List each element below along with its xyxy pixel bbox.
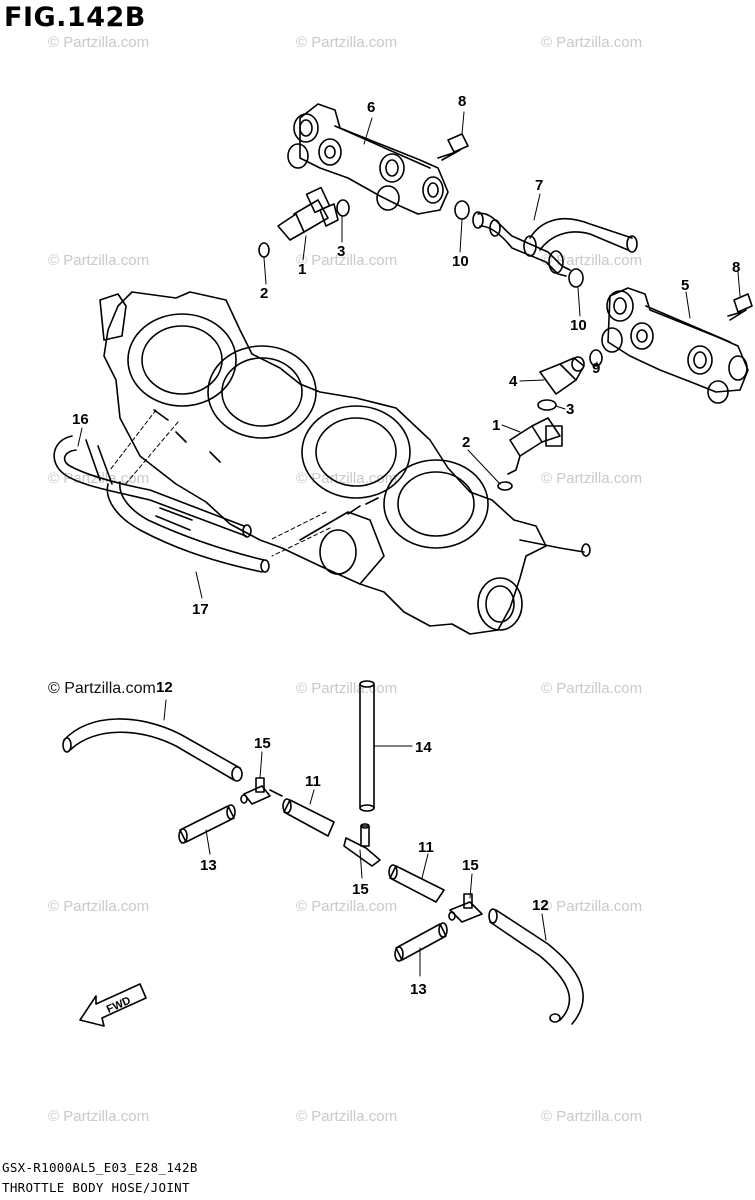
- watermark: © Partzilla.com: [296, 252, 398, 269]
- part-7-fuel-feed-hose: [472, 211, 638, 277]
- part-5-delivery-pipe: [601, 287, 749, 404]
- part-15-joint: [240, 777, 283, 805]
- watermark: © Partzilla.com: [296, 680, 398, 697]
- callout-13: 13: [200, 857, 217, 874]
- callout-2: 2: [462, 434, 470, 451]
- callout-2: 2: [260, 285, 268, 302]
- part-8-bolt: [727, 293, 753, 321]
- callout-1: 1: [298, 261, 306, 278]
- part-12-hose: [488, 908, 584, 1025]
- callout-7: 7: [535, 177, 543, 194]
- figure-title: FIG.142B: [4, 2, 146, 33]
- watermark: © Partzilla.com: [541, 1108, 643, 1125]
- callout-14: 14: [415, 739, 432, 756]
- callout-11: 11: [418, 839, 434, 856]
- watermark: © Partzilla.com: [541, 898, 643, 915]
- callout-leaders: [77, 111, 741, 599]
- callout-11: 11: [305, 773, 321, 790]
- diagram-code: GSX-R1000AL5_E03_E28_142B: [2, 1160, 198, 1175]
- callout-1: 1: [492, 417, 500, 434]
- callout-17: 17: [192, 601, 209, 618]
- callout-3: 3: [337, 243, 345, 260]
- part-11-hose: [282, 798, 335, 837]
- callout-8: 8: [732, 259, 740, 276]
- part-15-joint: [343, 823, 381, 867]
- callout-15: 15: [254, 735, 271, 752]
- callout-3: 3: [566, 401, 574, 418]
- watermark: © Partzilla.com: [541, 470, 643, 487]
- part-1-fuel-injector: [507, 417, 563, 475]
- callout-16: 16: [72, 411, 89, 428]
- part-4-cap: [539, 356, 585, 395]
- part-13-hose: [178, 804, 236, 844]
- part-11-hose: [388, 864, 445, 903]
- watermark: © Partzilla.com: [48, 252, 150, 269]
- callout-6: 6: [367, 99, 375, 116]
- throttle-body: [99, 291, 591, 635]
- watermark: © Partzilla.com: [48, 470, 150, 487]
- callout-10: 10: [570, 317, 587, 334]
- callout-5: 5: [681, 277, 689, 294]
- callout-9: 9: [592, 360, 600, 377]
- watermark: © Partzilla.com: [541, 252, 643, 269]
- leader-lines: [109, 409, 331, 557]
- part-13-hose: [394, 922, 448, 962]
- callout-15: 15: [352, 881, 369, 898]
- callout-4: 4: [509, 373, 518, 390]
- watermark: © Partzilla.com: [541, 680, 643, 697]
- watermark: © Partzilla.com: [48, 1108, 150, 1125]
- callout-8: 8: [458, 93, 466, 110]
- part-15-joint: [448, 893, 483, 923]
- part-2-washer: [497, 481, 513, 491]
- fwd-arrow-icon: FWD: [79, 983, 147, 1027]
- diagram-description: THROTTLE BODY HOSE/JOINT: [2, 1180, 190, 1195]
- part-14-hose: [359, 680, 375, 812]
- part-12-hose: [62, 718, 243, 782]
- callout-leaders: [163, 699, 547, 977]
- part-1-fuel-injector: [277, 186, 339, 241]
- watermark: © Partzilla.com: [541, 34, 643, 51]
- part-3-o-ring: [336, 199, 350, 217]
- watermark: © Partzilla.com: [48, 898, 150, 915]
- part-8-bolt: [437, 133, 469, 161]
- callout-10: 10: [452, 253, 469, 270]
- part-17-hose: [106, 481, 270, 573]
- watermark: © Partzilla.com: [48, 680, 156, 697]
- callout-12: 12: [156, 679, 173, 696]
- callout-12: 12: [532, 897, 549, 914]
- part-10-o-ring: [454, 200, 470, 220]
- watermark: © Partzilla.com: [48, 34, 150, 51]
- part-6-delivery-pipe: [287, 103, 449, 215]
- callout-15: 15: [462, 857, 479, 874]
- part-3-o-ring: [537, 399, 557, 411]
- part-10-o-ring: [568, 268, 584, 288]
- part-2-washer: [258, 242, 270, 258]
- part-16-hose: [53, 435, 252, 538]
- watermark: © Partzilla.com: [296, 898, 398, 915]
- callout-13: 13: [410, 981, 427, 998]
- watermark: © Partzilla.com: [296, 1108, 398, 1125]
- watermark: © Partzilla.com: [296, 34, 398, 51]
